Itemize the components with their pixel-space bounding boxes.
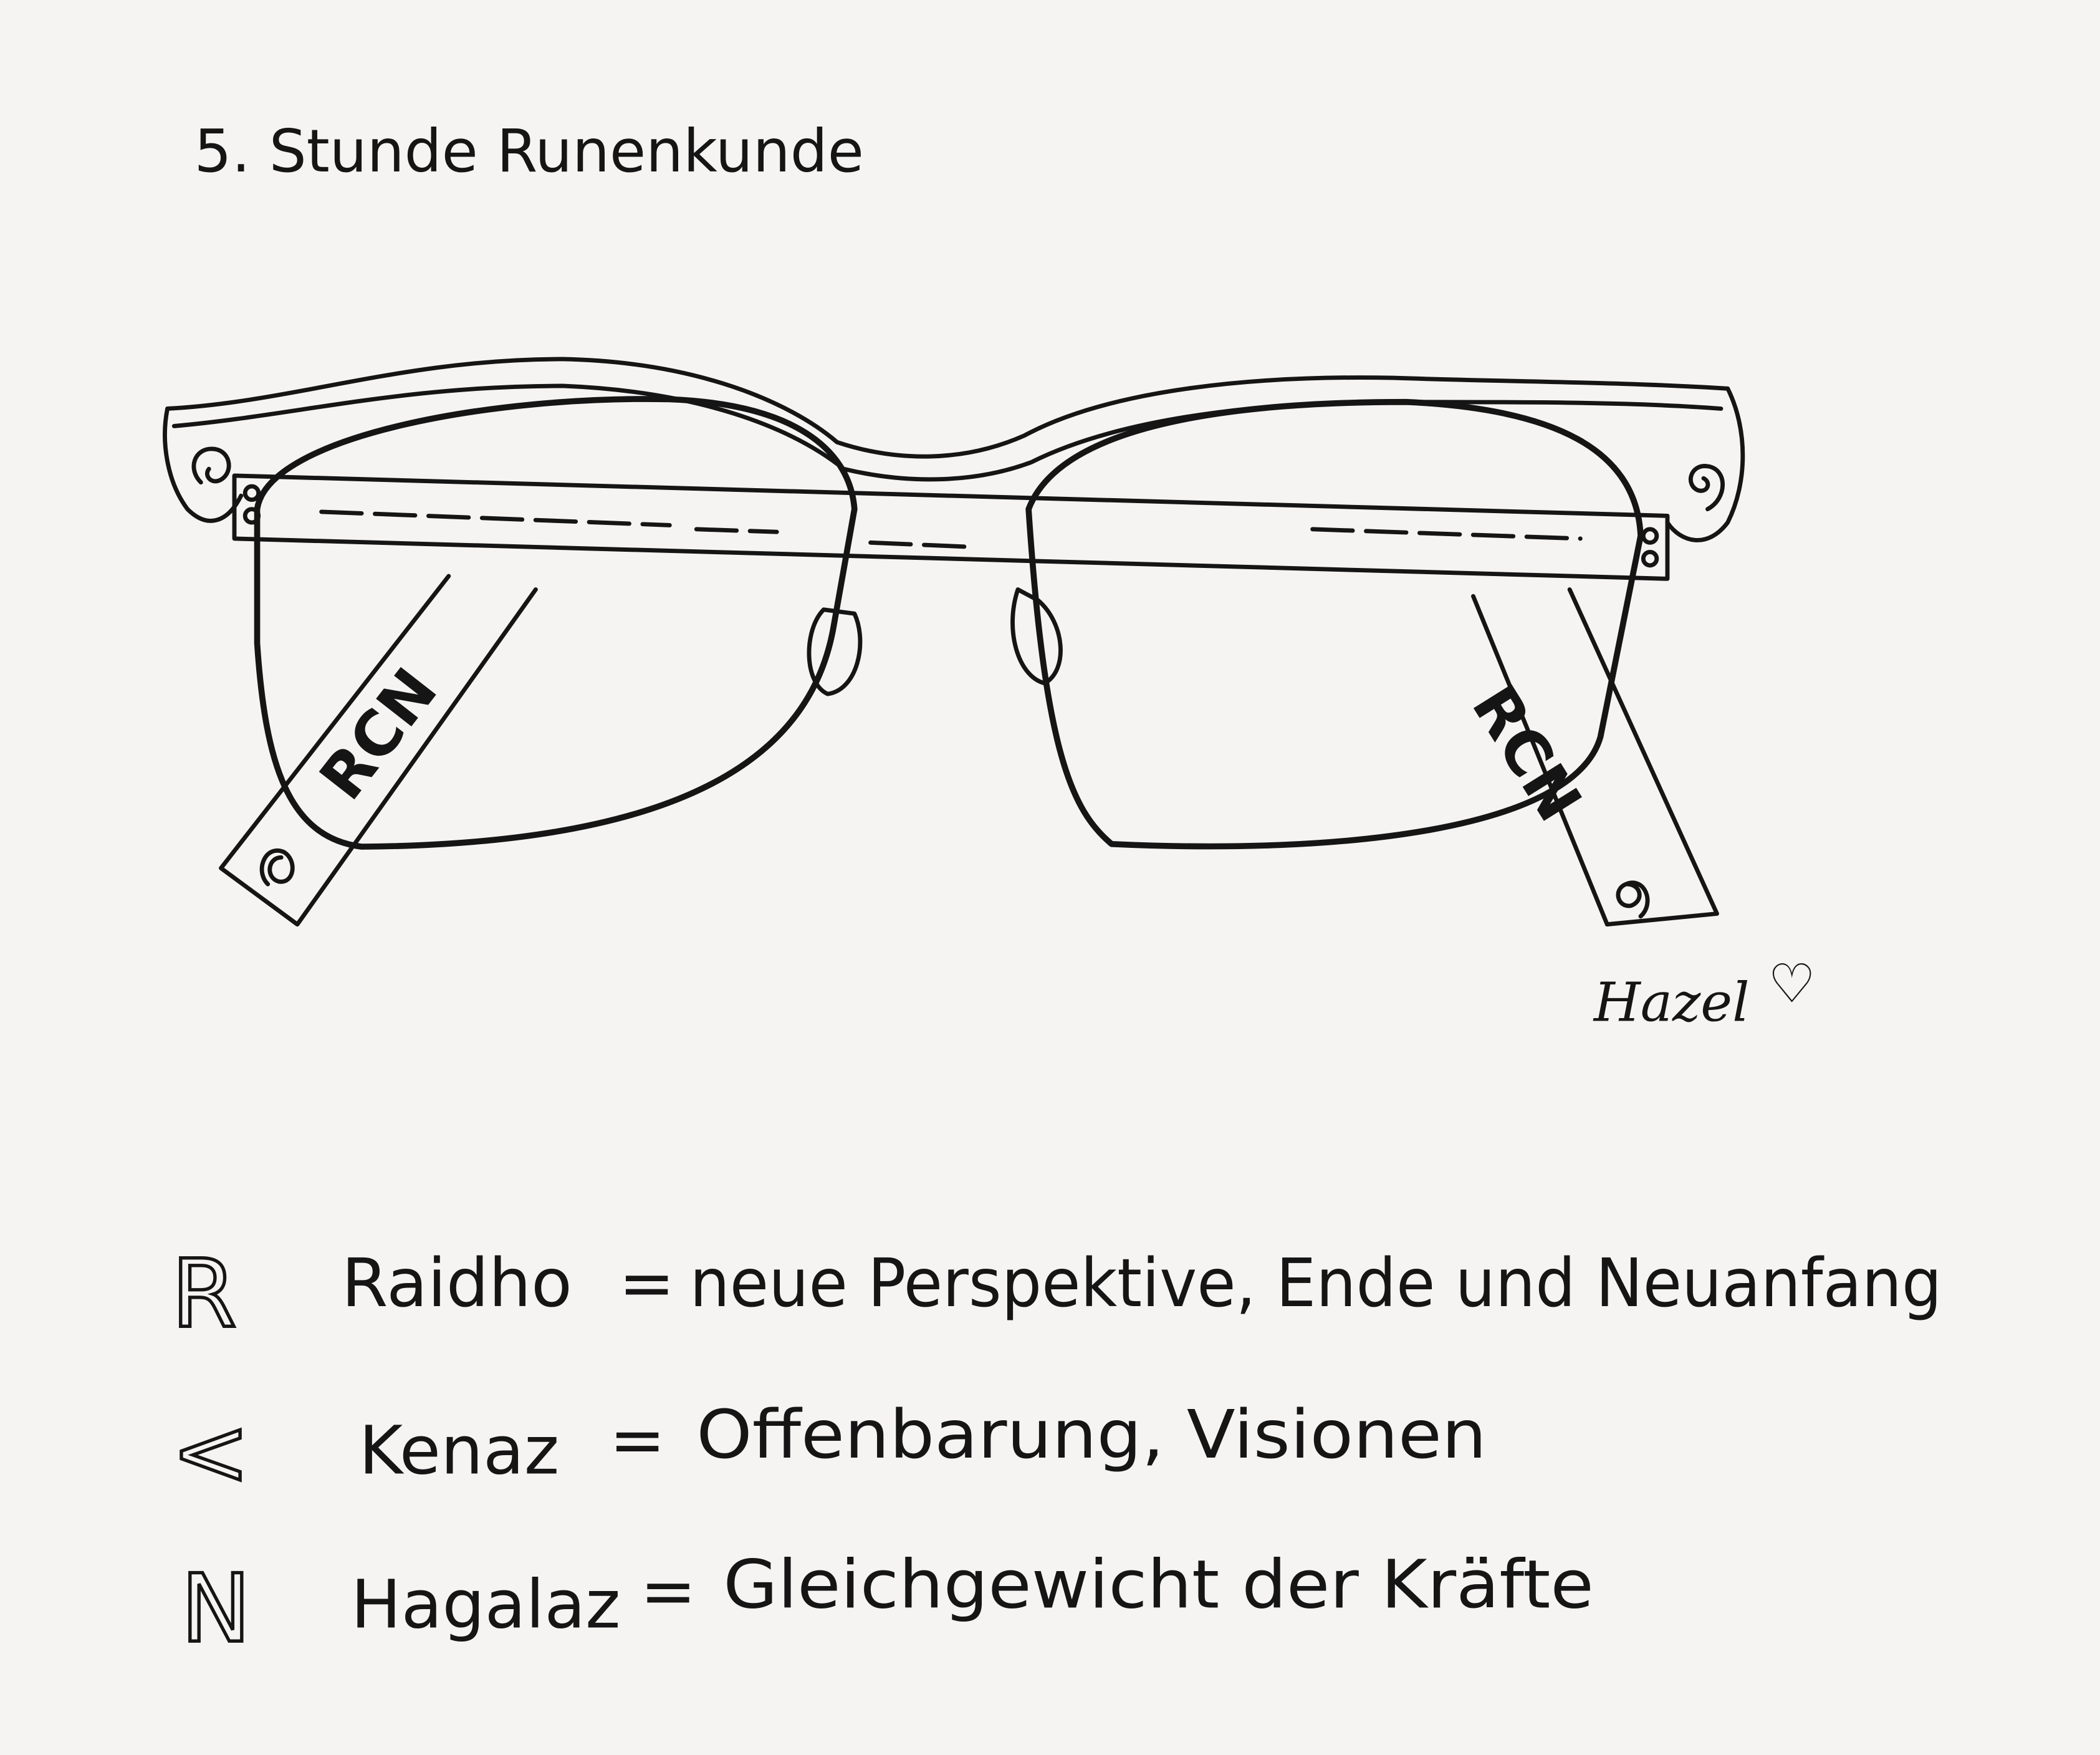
equals-sign: = <box>619 1244 675 1322</box>
legend-row-raidho: R Raidho = neue Perspektive, Ende und Ne… <box>170 1238 1942 1350</box>
rune-hagalaz: N <box>181 1554 251 1663</box>
signature-text: Hazel <box>1593 971 1750 1034</box>
equals-sign: = <box>610 1401 666 1479</box>
rune-legend: R Raidho = neue Perspektive, Ende und Ne… <box>170 1238 1942 1665</box>
rune-kenaz: < <box>171 1398 250 1507</box>
rune-name: Raidho <box>342 1244 572 1322</box>
legend-row-kenaz: < Kenaz = Offenbarung, Visionen <box>170 1396 1487 1509</box>
rune-meaning: Offenbarung, Visionen <box>696 1396 1487 1474</box>
heart-icon: ♡ <box>1768 953 1816 1015</box>
signature: Hazel ♡ <box>1593 953 1816 1034</box>
spiral-icon <box>259 849 295 887</box>
legend-row-hagalaz: N Hagalaz = Gleichgewicht der Kräfte <box>179 1546 1594 1665</box>
spiral-icon <box>1688 464 1725 512</box>
spiral-icon <box>191 446 231 485</box>
spiral-icon <box>1616 880 1650 919</box>
rune-name: Kenaz <box>359 1412 559 1490</box>
rune-meaning: Gleichgewicht der Kräfte <box>723 1546 1594 1623</box>
rune-meaning: neue Perspektive, Ende und Neuanfang <box>690 1244 1942 1322</box>
page-title: 5. Stunde Runenkunde <box>194 117 864 186</box>
equals-sign: = <box>640 1552 696 1630</box>
rune-name: Hagalaz <box>351 1566 621 1644</box>
rune-raidho: R <box>171 1239 237 1349</box>
